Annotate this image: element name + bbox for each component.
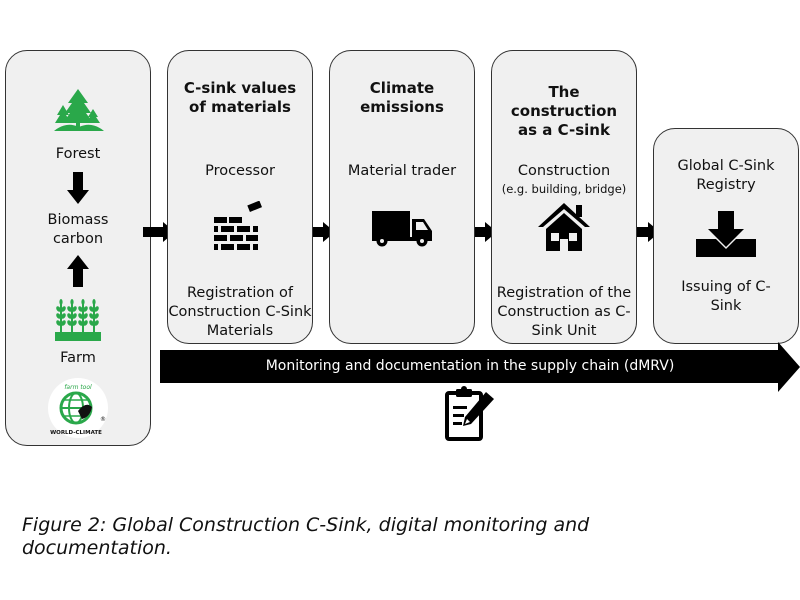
svg-text:farm tool: farm tool [64, 384, 92, 391]
stage-role: Global C-Sink Registry [677, 158, 775, 193]
stage-trader-box: Climate emissions Material trader [329, 50, 475, 344]
source-box: Forest Biomass carbon Farm [5, 50, 151, 446]
world-climate-logo: farm tool WORLD-CLIMATE ® [48, 378, 108, 438]
arrow-down-icon [67, 172, 89, 204]
house-icon [538, 203, 590, 251]
stage-processor-box: C-sink values of materials Processor Reg… [167, 50, 313, 344]
stage-construction-box: The construction as a C-sink Constructio… [491, 50, 637, 344]
stage-title: Climate emissions [360, 79, 444, 116]
clipboard-pen-icon [445, 386, 494, 441]
stage-note: Registration of the Construction as C-Si… [496, 285, 632, 339]
farm-label: Farm [60, 350, 96, 366]
stage-note: Registration of Construction C-Sink Mate… [168, 285, 312, 339]
stage-registry-box: Global C-Sink Registry Issuing of C-Sink [653, 128, 799, 344]
arrow-up-icon [67, 255, 89, 287]
monitoring-band-label: Monitoring and documentation in the supp… [265, 358, 675, 374]
stage-role: Processor [205, 163, 275, 179]
stage-role: Material trader [347, 163, 457, 179]
svg-text:WORLD-CLIMATE: WORLD-CLIMATE [50, 430, 102, 436]
monitoring-band-arrow [160, 342, 800, 392]
stage-role-detail: (e.g. building, bridge) [501, 182, 627, 196]
biomass-carbon-label: Biomass carbon [47, 212, 109, 247]
brick-wall-icon [214, 201, 262, 250]
stage-note: Issuing of C-Sink [681, 279, 771, 314]
forest-label: Forest [55, 146, 101, 162]
forest-icon [54, 89, 104, 131]
figure-caption: Figure 2: Global Construction C-Sink, di… [22, 514, 590, 559]
download-tray-icon [696, 211, 756, 257]
svg-text:®: ® [100, 416, 106, 423]
truck-icon [372, 211, 432, 247]
stage-role: Construction [517, 163, 611, 179]
stage-title: C-sink values of materials [183, 79, 297, 116]
stage-title: The construction as a C-sink [510, 83, 618, 139]
wheat-field-icon [55, 299, 101, 341]
